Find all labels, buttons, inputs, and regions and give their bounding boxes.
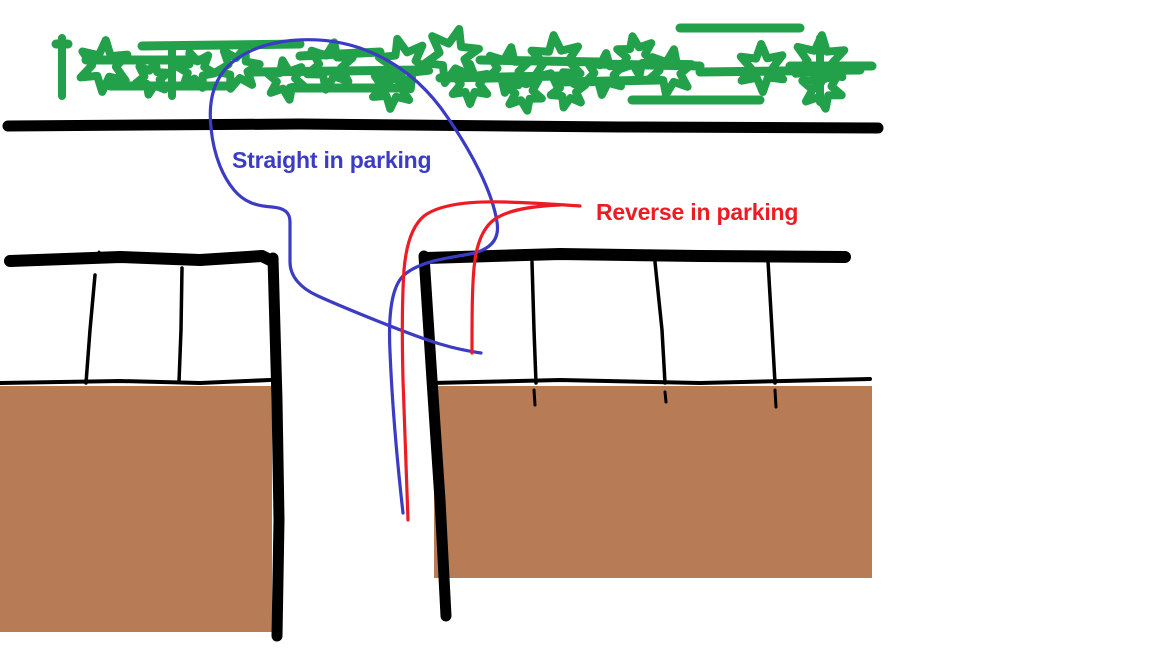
left-bay-stall-divider-2 [177,266,184,384]
right-bay-left-edge [418,250,452,622]
right-bay-stall-stub-3 [773,388,778,409]
hedge-star-icon [482,43,534,97]
right-asphalt-area [434,386,872,578]
hedge-star-icon [303,38,357,94]
hedge-star-icon [798,63,846,113]
hedge-star-icon [644,45,696,99]
reverse-in-parking-label: Reverse in parking [596,199,798,225]
right-bay-stall-stub-2 [663,390,668,404]
right-bay-bottom-line [430,377,872,385]
left-bay-bottom-line [0,378,272,385]
right-bay-stall-stub-1 [532,388,537,407]
hedge-star-icon [613,32,659,80]
right-bay-top-line [420,248,851,264]
green-hedge-row [51,23,877,115]
left-parking-bay [0,250,285,642]
right-bay-stall-divider-3 [766,259,777,385]
left-bay-stall-tick [94,250,101,264]
hedge-star-icon [263,56,309,104]
straight-in-parking-label: Straight in parking [232,147,431,173]
left-asphalt-area [0,386,272,632]
reverse-in-parking-branch-path [470,203,562,355]
right-bay-stall-divider-2 [653,260,667,385]
hedge-star-icon [791,31,849,93]
hedge-star-icon [580,49,628,99]
hedge-star-icon [736,40,788,96]
right-parking-bay [418,248,872,622]
hedge-star-icon [173,48,219,92]
right-bay-stall-divider-1 [530,260,538,385]
hedge-star-icon [76,36,132,96]
left-bay-right-edge [267,252,285,642]
straight-in-parking-path [208,38,500,515]
hedge-star-icon [212,43,264,93]
left-bay-stall-divider-1 [84,273,97,385]
left-bay-top-line [4,250,278,267]
reverse-in-parking-path [400,200,582,522]
hedge-star-icon [131,57,173,99]
top-road-edge-line [2,118,884,134]
hedge-star-icon [421,25,483,87]
